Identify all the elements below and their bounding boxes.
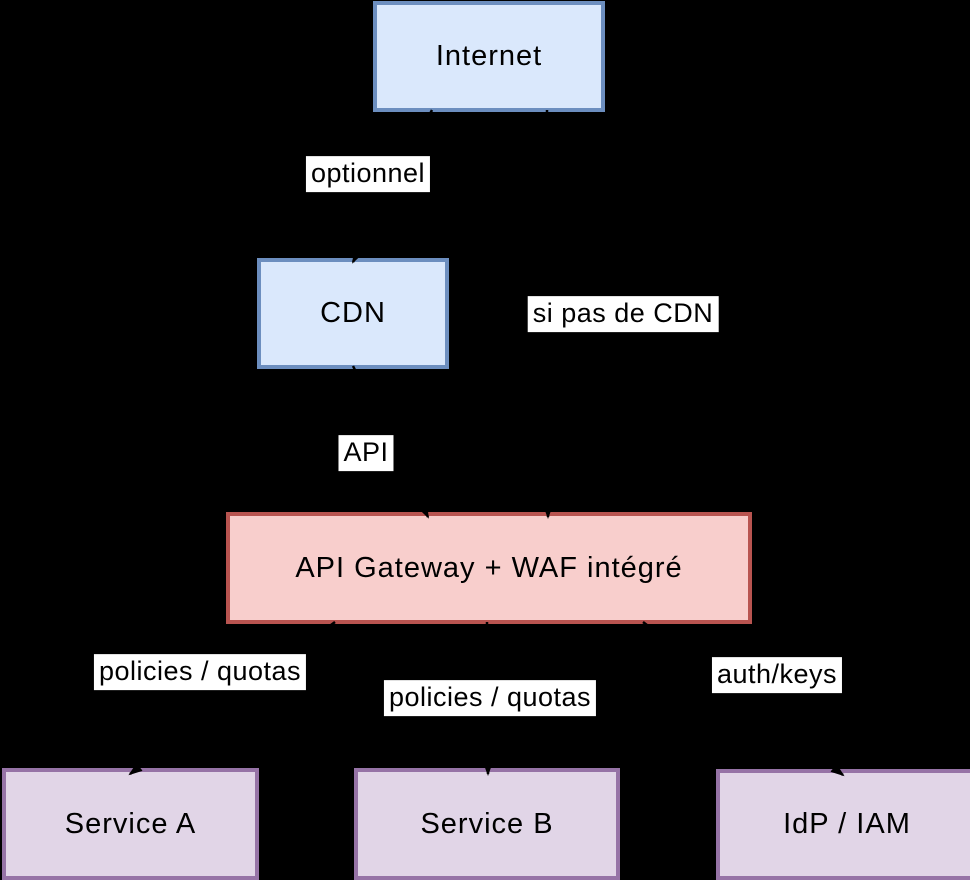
- node-service-b: Service B: [354, 768, 620, 880]
- node-cdn-label: CDN: [320, 297, 386, 329]
- node-internet: Internet: [373, 1, 605, 112]
- edge-label-si-pas-de-cdn: si pas de CDN: [527, 296, 719, 332]
- node-internet-label: Internet: [435, 40, 543, 72]
- node-service-a: Service A: [2, 768, 259, 880]
- node-idp-iam-label: IdP / IAM: [783, 808, 911, 840]
- node-api-gateway-waf-label: API Gateway + WAF intégré: [295, 551, 683, 584]
- edge-label-optionnel: optionnel: [305, 156, 431, 192]
- edge-gateway-service-a: [128, 620, 336, 776]
- node-service-b-label: Service B: [420, 807, 554, 840]
- edge-label-auth-keys: auth/keys: [711, 657, 843, 693]
- node-idp-iam: IdP / IAM: [716, 769, 970, 880]
- node-service-a-label: Service A: [64, 807, 197, 840]
- node-cdn: CDN: [257, 258, 449, 369]
- edge-label-api: API: [338, 435, 394, 471]
- edge-label-policies-quotas-left: policies / quotas: [93, 654, 307, 690]
- node-api-gateway-waf: API Gateway + WAF intégré: [226, 512, 752, 624]
- edge-gateway-idp: [642, 621, 845, 777]
- edge-label-policies-quotas-middle: policies / quotas: [383, 680, 597, 716]
